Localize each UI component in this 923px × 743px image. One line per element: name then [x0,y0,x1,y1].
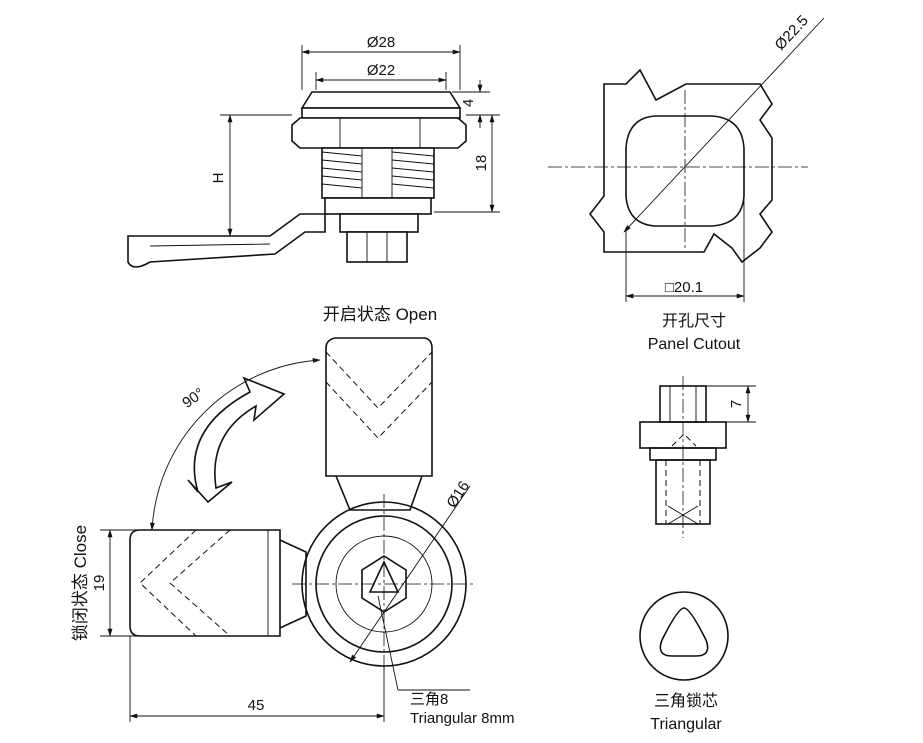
side-elevation-view [127,91,467,268]
angle-arc [149,358,321,531]
dim-7: 7 [706,385,756,423]
dim-18: 18 [434,114,500,213]
dimh-label: H [210,173,227,184]
dim-45: 45 [129,636,385,722]
open-lever [325,337,433,511]
triangular-core-icon [639,591,729,681]
dim4-label: 4 [460,99,477,107]
core-label-en: Triangular [650,716,722,733]
open-state-label: 开启状态 Open [323,305,437,324]
close-state-label: 锁闭状态 Close [71,525,90,641]
dia22.5-label: Ø22.5 [772,12,812,53]
dim45-label: 45 [248,697,265,714]
rotation-arrow-icon [187,376,286,504]
dim18-label: 18 [473,155,490,172]
dia16-label: Ø16 [443,478,473,511]
close-lever [129,529,307,637]
dim-dia22: Ø22 [315,62,447,90]
dim19-label: 19 [91,575,108,592]
dia28-label: Ø28 [367,34,395,51]
dia16-leader [349,485,471,663]
dim-h: H [210,114,292,237]
dim-dia28: Ø28 [301,34,461,90]
dia22-label: Ø22 [367,62,395,79]
dim-4: 4 [452,80,500,128]
core-label-cn: 三角锁芯 [654,692,718,710]
panel-cutout-label-cn: 开孔尺寸 [662,312,726,330]
key-side-view [639,376,727,538]
dim7-label: 7 [728,400,745,408]
panel-cutout-view: Ø22.5 □20.1 [548,12,825,302]
panel-cutout-label-en: Panel Cutout [648,336,741,353]
angle-label: 90° [179,385,207,412]
key-label-en: Triangular 8mm [410,710,514,727]
thread-left [321,151,435,189]
square20.1-label: □20.1 [665,279,703,296]
key-label-cn: 三角8 [410,691,448,708]
lock-body-circle [292,494,476,672]
dim-19: 19 [91,529,140,637]
tri8-leader [377,595,399,691]
